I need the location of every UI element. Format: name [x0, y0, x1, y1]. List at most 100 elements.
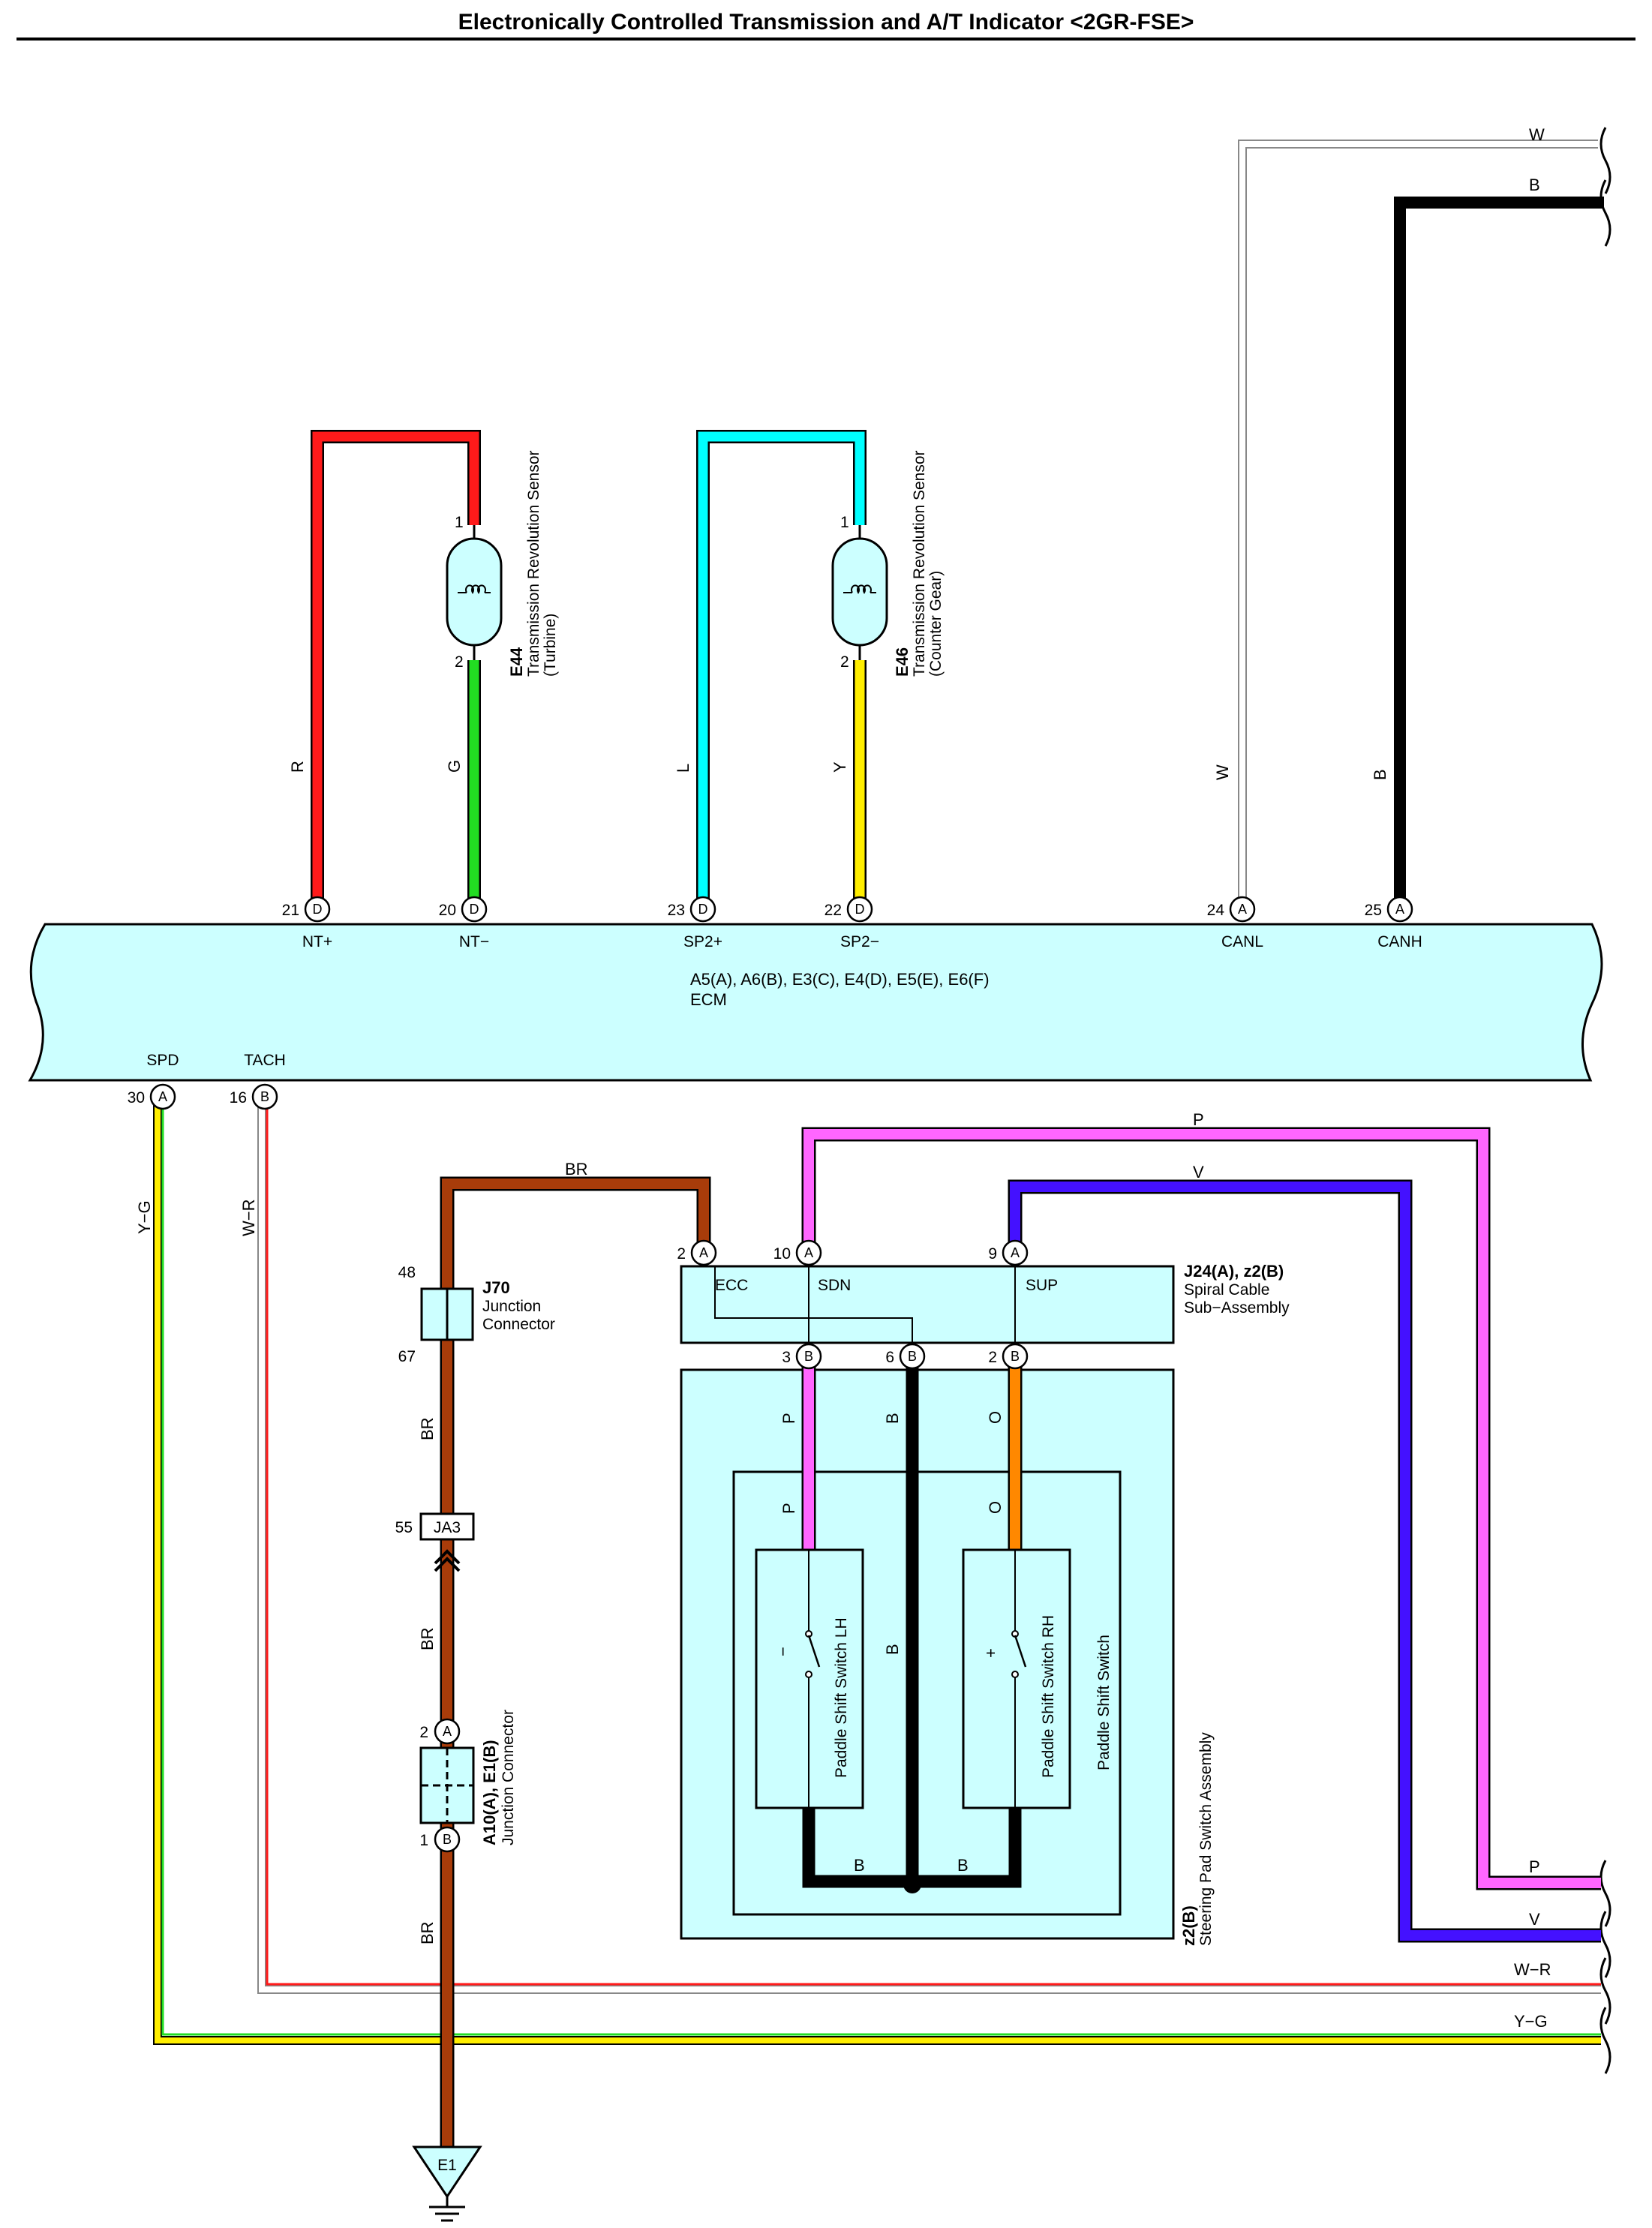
- ja3-connector: JA3: [419, 1512, 475, 1572]
- wire-ecc-brown: [440, 1176, 711, 2147]
- e46-name: Transmission Revolution Sensor: [911, 450, 928, 677]
- svg-text:B: B: [804, 1349, 813, 1364]
- svg-text:A: A: [1395, 902, 1404, 917]
- ecm-pin-sp2-minus: D: [846, 896, 873, 923]
- wire-label-b-3: B: [854, 1856, 865, 1875]
- wire-label-b-top: B: [1529, 176, 1540, 194]
- ecm-pin-tach-num: 16: [230, 1089, 247, 1106]
- ground-junction-dot: [903, 1875, 921, 1893]
- ecm-pin-nt-plus: D: [304, 896, 331, 923]
- j24-name1: Spiral Cable: [1184, 1281, 1269, 1299]
- wire-label-br-3: BR: [418, 1921, 437, 1944]
- svg-text:A: A: [699, 1245, 708, 1260]
- ecm-pin-nt-minus: D: [461, 896, 488, 923]
- ground-e1: E1: [412, 2145, 482, 2222]
- paddle-rh-sign: +: [981, 1648, 1000, 1658]
- e46-pin1: 1: [840, 514, 849, 531]
- ecm-pin-sp2-plus-num: 23: [668, 902, 685, 919]
- j24-pin-ecc: A: [690, 1239, 717, 1266]
- j24-pin-sup: A: [1002, 1239, 1029, 1266]
- ecm-pin-tach: B: [251, 1083, 278, 1110]
- ecm-pin-sp2-plus: D: [689, 896, 716, 923]
- j24-pin-lh: B: [795, 1343, 822, 1370]
- wire-label-br-top: BR: [565, 1160, 588, 1179]
- wire-label-v-right: V: [1529, 1910, 1540, 1929]
- j24-ecc-label: ECC: [715, 1277, 748, 1294]
- ecm-pin-canl-num: 24: [1207, 902, 1225, 919]
- wire-label-br-2: BR: [418, 1627, 437, 1650]
- wire-break-marks: [1599, 127, 1611, 2074]
- z2-name: Steering Pad Switch Assembly: [1197, 1732, 1215, 1946]
- paddle-lh-name: Paddle Shift Switch LH: [833, 1617, 850, 1778]
- j24-pin-sup-num: 9: [988, 1245, 997, 1263]
- wire-nt-plus-red: [311, 430, 481, 909]
- z2-code: z2(B): [1179, 1905, 1198, 1946]
- wire-label-wr: W−R: [239, 1200, 258, 1237]
- wire-label-y: Y: [831, 761, 849, 773]
- svg-text:D: D: [855, 902, 865, 917]
- wire-label-o-2: O: [986, 1501, 1005, 1514]
- wire-label-v-top: V: [1193, 1163, 1204, 1182]
- wire-spd-yellow-green: [153, 1095, 1601, 2045]
- ecm-pin-nt-minus-label: NT−: [459, 933, 489, 950]
- ecm-pin-nt-plus-label: NT+: [302, 933, 332, 950]
- wire-label-w-top: W: [1529, 125, 1545, 144]
- j70-name2: Connector: [482, 1316, 555, 1333]
- wire-label-p-1: P: [779, 1413, 798, 1424]
- j70-name1: Junction: [482, 1298, 541, 1315]
- paddle-rh-name: Paddle Shift Switch RH: [1040, 1615, 1057, 1778]
- ecm-pin-spd-label: SPD: [146, 1052, 179, 1069]
- svg-text:A: A: [1011, 1245, 1020, 1260]
- ecm-pin-canh-label: CANH: [1377, 933, 1422, 950]
- ecm-pin-canl: A: [1229, 896, 1256, 923]
- ecm-pin-canh: A: [1386, 896, 1413, 923]
- wire-sp2-plus-cyan: [696, 430, 867, 909]
- j24-name2: Sub−Assembly: [1184, 1299, 1290, 1317]
- j24-pin-rh-num: 2: [988, 1349, 997, 1366]
- a10-pin-top: 2: [419, 1724, 428, 1741]
- svg-text:A: A: [1238, 902, 1247, 917]
- j24-pin-sdn-num: 10: [773, 1245, 791, 1263]
- ja3-pin: 55: [395, 1519, 413, 1536]
- svg-text:D: D: [313, 902, 323, 917]
- e46-code: E46: [893, 647, 912, 677]
- j70-code: J70: [482, 1278, 510, 1297]
- wire-label-g: G: [445, 760, 464, 773]
- ecm-connectors: A5(A), A6(B), E3(C), E4(D), E5(E), E6(F): [690, 970, 990, 989]
- j24-spiral-cable: [680, 1265, 1175, 1344]
- ecm-pin-tach-label: TACH: [244, 1052, 286, 1069]
- e44-pin1: 1: [455, 514, 464, 531]
- wire-label-r: R: [288, 761, 307, 773]
- sensor-e44: [446, 525, 503, 660]
- svg-text:E1: E1: [437, 2157, 457, 2174]
- ecm-pin-nt-plus-num: 21: [282, 902, 299, 919]
- wire-canh-black: [1394, 197, 1604, 909]
- a10-name: Junction Connector: [500, 1710, 517, 1845]
- e44-sub: (Turbine): [542, 614, 559, 677]
- wire-label-b-1: B: [883, 1413, 902, 1424]
- svg-text:D: D: [470, 902, 479, 917]
- wire-label-br-1: BR: [418, 1417, 437, 1440]
- paddle-lh-sign: −: [773, 1647, 792, 1656]
- svg-text:B: B: [1011, 1349, 1020, 1364]
- j24-pin-lh-num: 3: [782, 1349, 791, 1366]
- diagram-title: Electronically Controlled Transmission a…: [458, 10, 1194, 35]
- ecm-pin-nt-minus-num: 20: [439, 902, 456, 919]
- wire-label-yg: Y−G: [135, 1200, 154, 1234]
- ecm-pin-canh-num: 25: [1365, 902, 1382, 919]
- sensor-e46: [831, 525, 888, 660]
- j24-pin-gnd: B: [899, 1343, 926, 1370]
- wire-label-wr-right: W−R: [1514, 1960, 1551, 1979]
- svg-text:D: D: [698, 902, 708, 917]
- a10-code: A10(A), E1(B): [480, 1740, 499, 1845]
- e46-sub: (Counter Gear): [927, 571, 945, 677]
- e44-pin2: 2: [455, 653, 464, 671]
- e46-pin2: 2: [840, 653, 849, 671]
- ecm-name: ECM: [690, 990, 727, 1009]
- ecm-pin-sp2-minus-label: SP2−: [840, 933, 879, 950]
- j24-pin-rh: B: [1002, 1343, 1029, 1370]
- wire-label-o-1: O: [986, 1411, 1005, 1424]
- wire-label-p-right: P: [1529, 1857, 1540, 1876]
- wire-label-b: B: [1371, 769, 1389, 780]
